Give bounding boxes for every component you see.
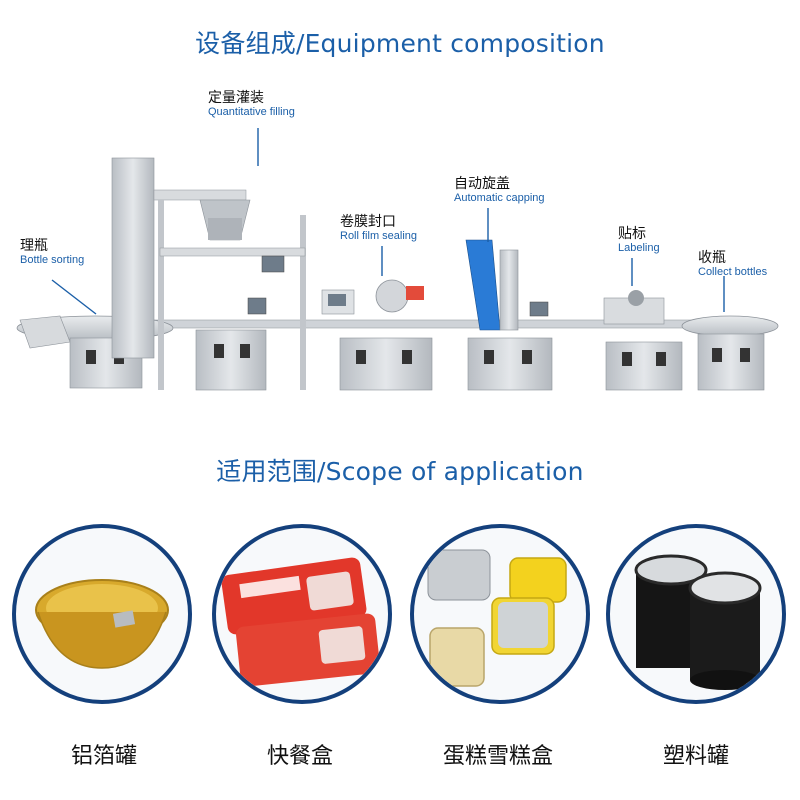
application-label-cake-icecream-box: 蛋糕雪糕盒 [442,744,553,769]
callout-quantitative-filling: 定量灌装 Quantitative filling [208,90,295,119]
callout-en: Roll film sealing [340,230,418,243]
application-image-plastic-jar [606,524,786,704]
application-image-fast-food-box [212,524,392,704]
application-label-fast-food-box: 快餐盒 [266,744,333,769]
callout-cn: 自动旋盖 [454,176,510,192]
callout-en: Quantitative filling [208,106,295,119]
callout-labeling: 贴标 Labeling [618,226,660,255]
callout-en: Collect bottles [698,266,768,279]
callout-en: Bottle sorting [20,254,85,267]
callout-cn: 贴标 [618,226,646,242]
scope-heading: 适用范围/Scope of application [216,457,584,486]
callout-en: Automatic capping [454,192,545,205]
callout-roll-film-sealing: 卷膜封口 Roll film sealing [340,214,417,243]
application-label-aluminum-can: 铝箔罐 [70,744,137,769]
automatic-capping-machine [465,239,553,391]
callout-cn: 收瓶 [698,250,726,266]
labeling-machine [603,290,683,391]
callout-collect-bottles: 收瓶 Collect bottles [698,250,767,279]
collect-bottles-machine [681,315,779,391]
application-label-plastic-jar: 塑料罐 [662,744,729,769]
callout-cn: 理瓶 [20,238,48,254]
callout-automatic-capping: 自动旋盖 Automatic capping [454,176,545,205]
roll-film-sealing-machine [321,279,433,391]
application-image-cake-icecream-box [410,524,590,704]
callout-cn: 定量灌装 [208,90,264,106]
quantitative-filling-machine [111,157,306,391]
production-line-illustration: 理瓶 Bottle sorting 定量灌装 Quantitative fill… [0,80,800,410]
application-image-aluminum-can [12,524,192,704]
callout-cn: 卷膜封口 [340,214,396,230]
production-line-graphic [16,128,779,391]
callout-bottle-sorting: 理瓶 Bottle sorting [20,238,84,267]
callout-en: Labeling [618,242,660,255]
equipment-heading: 设备组成/Equipment composition [195,29,605,58]
